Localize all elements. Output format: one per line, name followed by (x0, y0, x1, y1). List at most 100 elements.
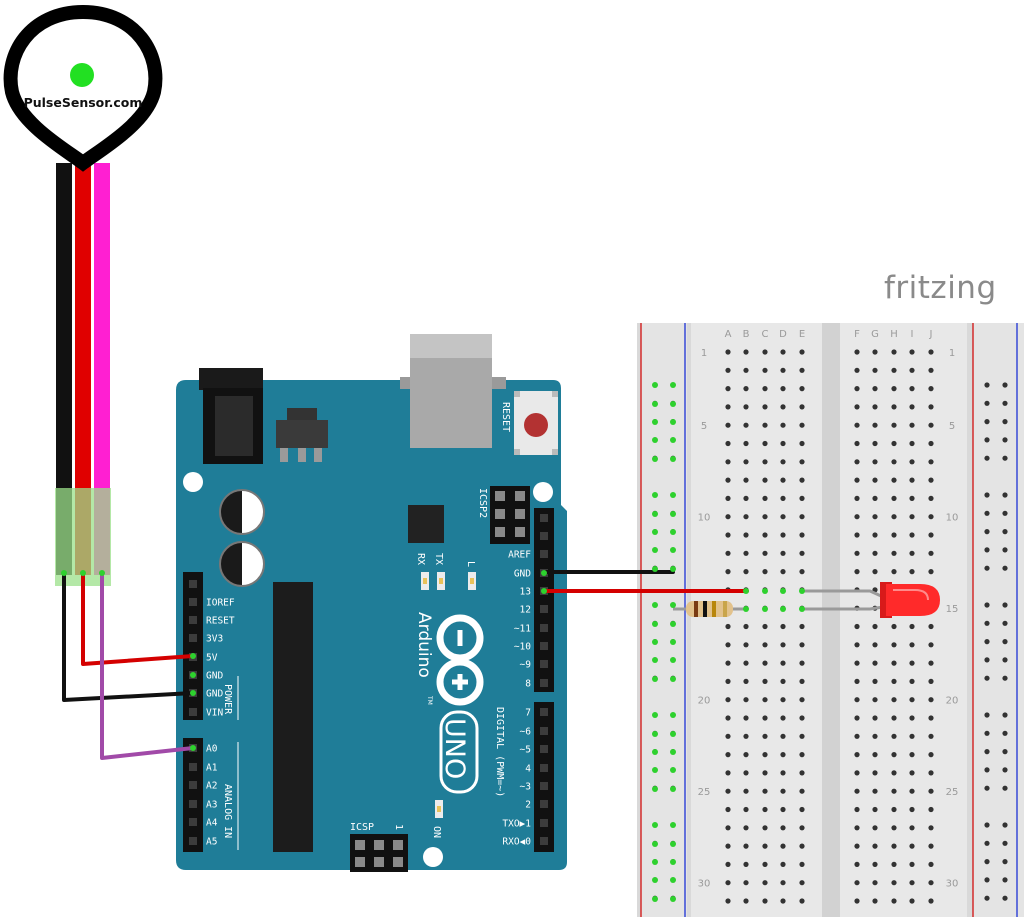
row-number: 25 (946, 787, 959, 798)
right-power-rail (973, 323, 1024, 917)
breadboard-hole (725, 367, 731, 373)
breadboard-hole (872, 788, 878, 794)
breadboard-hole (725, 477, 731, 483)
header-pin (540, 745, 548, 753)
breadboard-hole (725, 550, 731, 556)
breadboard-hole (725, 880, 731, 886)
connected-hole (652, 676, 658, 682)
fritzing-logo: fritzing (884, 270, 997, 306)
breadboard-hole (762, 569, 768, 575)
connected-hole (670, 401, 676, 407)
breadboard-hole (762, 715, 768, 721)
breadboard-hole (743, 678, 749, 685)
connected-hole (652, 419, 658, 425)
breadboard-hole (909, 349, 915, 355)
breadboard-hole (872, 367, 878, 373)
connected-hole (670, 712, 676, 718)
row-number: 30 (698, 879, 711, 890)
breadboard-hole (854, 404, 860, 410)
breadboard-hole (854, 825, 860, 831)
breadboard-hole (780, 422, 786, 428)
arduino-pin-label: 5V (206, 653, 218, 664)
arduino-pin-label: ~6 (520, 727, 532, 738)
breadboard-hole (854, 770, 860, 776)
connected-hole (652, 712, 658, 718)
breadboard-hole (780, 678, 786, 685)
connected-hole (670, 896, 676, 902)
breadboard-hole (909, 733, 915, 739)
breadboard-hole (762, 697, 768, 703)
breadboard-hole (928, 477, 934, 483)
connected-hole (670, 657, 676, 663)
breadboard-hole (909, 550, 915, 556)
breadboard-hole (799, 495, 805, 501)
connected-hole (652, 822, 658, 828)
breadboard-hole (872, 880, 878, 886)
breadboard-hole (872, 752, 878, 758)
connected-hole (670, 841, 676, 847)
connected-hole (670, 676, 676, 682)
connected-hole (670, 749, 676, 755)
breadboard-hole (780, 898, 786, 904)
rail-hole (984, 877, 990, 883)
breadboard-hole (909, 514, 915, 520)
breadboard-hole (780, 495, 786, 501)
header-pin (189, 781, 197, 789)
header-pin (540, 660, 548, 668)
connected-hole (670, 639, 676, 645)
connected-hole (780, 588, 786, 594)
digital-header-low (534, 702, 554, 852)
header-pin (540, 550, 548, 558)
breadboard-hole (725, 422, 731, 428)
capacitor (219, 541, 265, 587)
breadboard-hole (872, 477, 878, 483)
breadboard-hole (743, 569, 749, 575)
breadboard-hole (854, 806, 860, 813)
breadboard-hole (891, 514, 897, 520)
pulse-sensor: PulseSensor.com (3, 4, 163, 586)
breadboard-hole (909, 898, 915, 904)
arduino-pin-label: A4 (206, 818, 218, 829)
breadboard-hole (780, 715, 786, 721)
header-pin (540, 819, 548, 827)
column-letter: C (762, 329, 769, 340)
arduino-pin-label: 13 (520, 587, 531, 598)
breadboard-hole (762, 440, 768, 447)
header-pin (189, 634, 197, 642)
rail-hole (984, 657, 990, 663)
connected-hole (190, 745, 196, 751)
connected-hole (670, 877, 676, 883)
trademark: TM (426, 695, 433, 705)
breadboard-hole (799, 514, 805, 520)
breadboard-hole (725, 386, 731, 392)
header-pin (540, 708, 548, 716)
arduino-pin-label: ~5 (520, 745, 531, 756)
breadboard-hole (891, 623, 897, 630)
digital-label: DIGITAL (PWM=~) (494, 707, 505, 797)
breadboard-hole (891, 642, 897, 648)
breadboard-hole (799, 715, 805, 721)
breadboard-hole (928, 422, 934, 428)
row-number: 5 (949, 421, 955, 432)
arduino-logo (436, 614, 484, 706)
breadboard-hole (799, 806, 805, 813)
row-number: 15 (946, 604, 959, 615)
connected-hole (80, 570, 86, 576)
connected-hole (652, 492, 658, 498)
breadboard-hole (872, 440, 878, 447)
breadboard-hole (854, 532, 860, 538)
breadboard-hole (909, 861, 915, 868)
header-pin (540, 764, 548, 772)
arduino-pin-label: RESET (206, 616, 235, 627)
arduino-pin-label: TXO▶1 (502, 819, 531, 830)
heat-shrink (55, 488, 111, 586)
breadboard-hole (891, 843, 897, 849)
breadboard-hole (891, 459, 897, 465)
breadboard-hole (928, 843, 934, 849)
breadboard-hole (743, 660, 749, 666)
reset-button[interactable]: RESET (500, 391, 558, 455)
connected-hole (652, 621, 658, 627)
rail-hole (984, 400, 990, 406)
breadboard-hole (799, 843, 805, 849)
